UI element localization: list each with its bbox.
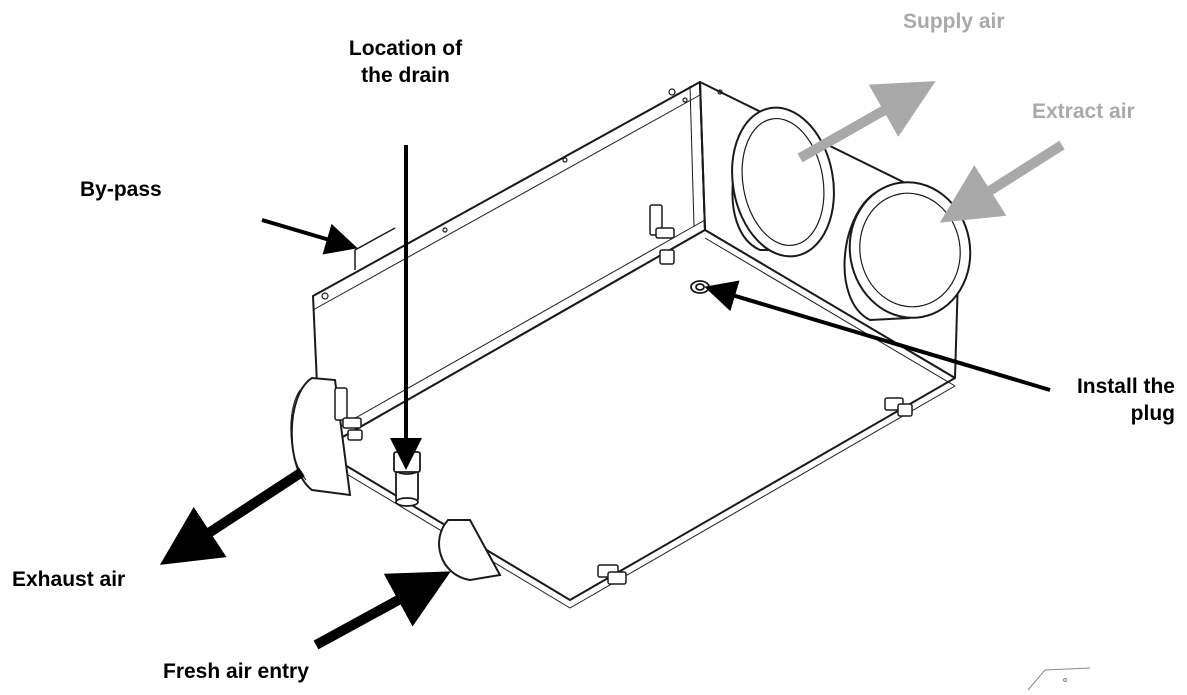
plug-arrow — [704, 280, 1051, 392]
gray-arrows — [797, 81, 1065, 223]
right-duct-spigots — [731, 106, 972, 322]
corner-fragment — [1027, 667, 1091, 691]
exhaust-air-label: Exhaust air — [12, 568, 126, 591]
plug-hole — [690, 280, 710, 294]
black-arrows — [159, 145, 1051, 650]
extract-air-arrow — [939, 140, 1065, 223]
fresh-air-entry-label: Fresh air entry — [163, 660, 309, 683]
extract-air-label: Extract air — [1032, 100, 1135, 123]
supply-air-label: Supply air — [903, 10, 1005, 33]
supply-air-arrow — [797, 81, 936, 163]
bypass-label: By-pass — [80, 178, 162, 201]
drain-location-label: Location of the drain — [348, 37, 463, 87]
fresh-air-duct — [438, 519, 502, 582]
bypass-arrow — [261, 218, 358, 255]
fresh-air-arrow — [313, 571, 451, 650]
unit-body — [312, 81, 961, 609]
install-plug-label: Install the plug — [1076, 375, 1175, 425]
exhaust-air-arrow — [159, 467, 305, 565]
unit-screws — [321, 88, 723, 300]
latches — [334, 204, 913, 585]
